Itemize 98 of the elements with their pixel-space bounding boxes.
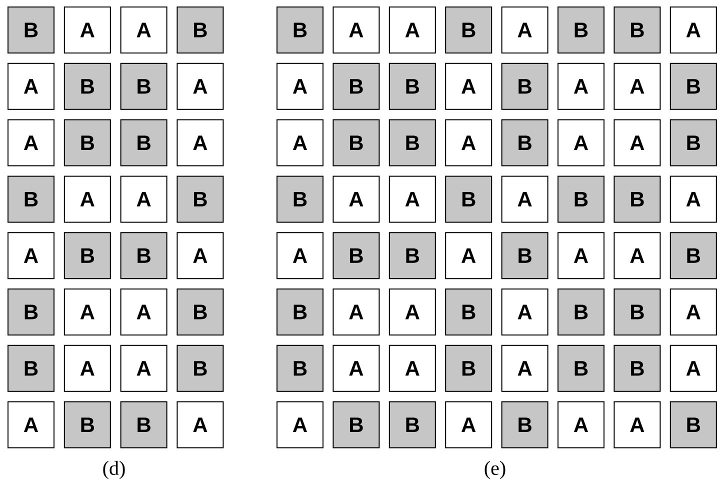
- letter-box: A: [501, 6, 548, 54]
- letter-box: A: [276, 401, 324, 448]
- letter-box: A: [176, 401, 224, 448]
- letter-box: B: [276, 288, 324, 336]
- letter-box: A: [8, 401, 54, 448]
- letter-box: B: [445, 288, 492, 336]
- letter-box: A: [614, 401, 661, 448]
- letter-box: A: [120, 6, 168, 54]
- letter-box: A: [276, 232, 324, 280]
- letter-box: B: [501, 232, 548, 280]
- letter-box: B: [176, 344, 224, 392]
- letter-box: B: [176, 288, 224, 336]
- letter-box: B: [501, 119, 548, 166]
- letter-box: A: [8, 119, 54, 166]
- letter-box: B: [64, 62, 111, 110]
- letter-box: A: [501, 344, 548, 392]
- letter-box: B: [176, 6, 224, 54]
- letter-box: A: [558, 119, 604, 166]
- letter-box: B: [558, 288, 604, 336]
- letter-box: B: [120, 232, 168, 280]
- letter-box: A: [558, 62, 604, 110]
- letter-box: A: [388, 6, 436, 54]
- letter-box: A: [670, 176, 717, 223]
- letter-box: B: [558, 176, 604, 223]
- letter-box: B: [670, 119, 717, 166]
- letter-box: A: [276, 119, 324, 166]
- letter-box: A: [501, 288, 548, 336]
- letter-box: B: [388, 119, 436, 166]
- letter-box: A: [445, 401, 492, 448]
- letter-box: B: [332, 401, 380, 448]
- letter-box: A: [445, 62, 492, 110]
- letter-box: B: [120, 119, 168, 166]
- letter-box: B: [332, 232, 380, 280]
- letter-box: B: [64, 401, 111, 448]
- letter-box: B: [445, 6, 492, 54]
- letter-box: A: [388, 176, 436, 223]
- letter-box: B: [120, 401, 168, 448]
- letter-box: B: [8, 176, 54, 223]
- letter-box: B: [501, 62, 548, 110]
- letter-box: B: [388, 232, 436, 280]
- letter-box: A: [120, 176, 168, 223]
- letter-box: A: [120, 288, 168, 336]
- letter-box: B: [276, 6, 324, 54]
- letter-box: B: [64, 232, 111, 280]
- letter-box: A: [501, 176, 548, 223]
- letter-box: A: [176, 119, 224, 166]
- letter-box: A: [445, 119, 492, 166]
- letter-box: A: [332, 288, 380, 336]
- letter-box: A: [670, 6, 717, 54]
- letter-box: B: [176, 176, 224, 223]
- letter-box: A: [670, 288, 717, 336]
- letter-box: A: [558, 401, 604, 448]
- panel-label: (d): [103, 460, 125, 480]
- letter-box: B: [64, 119, 111, 166]
- letter-box: B: [276, 176, 324, 223]
- letter-box: B: [388, 401, 436, 448]
- letter-box: A: [176, 62, 224, 110]
- letter-box: A: [445, 232, 492, 280]
- letter-box: B: [614, 6, 661, 54]
- letter-box: B: [8, 6, 54, 54]
- letter-box: A: [332, 6, 380, 54]
- letter-box: B: [8, 344, 54, 392]
- letter-box: B: [614, 288, 661, 336]
- letter-box: A: [276, 62, 324, 110]
- letter-box: A: [176, 232, 224, 280]
- letter-box: A: [614, 119, 661, 166]
- letter-box: A: [64, 6, 111, 54]
- letter-box: B: [501, 401, 548, 448]
- letter-box: B: [276, 344, 324, 392]
- letter-box: B: [670, 62, 717, 110]
- letter-box: A: [558, 232, 604, 280]
- letter-box: A: [64, 344, 111, 392]
- letter-box: B: [8, 288, 54, 336]
- letter-box: B: [332, 119, 380, 166]
- letter-box: B: [614, 344, 661, 392]
- letter-box: B: [120, 62, 168, 110]
- letter-box: B: [445, 176, 492, 223]
- letter-box: B: [670, 232, 717, 280]
- letter-box: A: [332, 344, 380, 392]
- letter-box: A: [388, 288, 436, 336]
- letter-box: A: [64, 288, 111, 336]
- letter-box: B: [670, 401, 717, 448]
- letter-box: A: [8, 232, 54, 280]
- letter-box: B: [558, 6, 604, 54]
- letter-box: B: [332, 62, 380, 110]
- letter-box: A: [388, 344, 436, 392]
- panel-label: (e): [484, 460, 506, 480]
- letter-box: A: [614, 232, 661, 280]
- letter-box: B: [388, 62, 436, 110]
- letter-box: B: [614, 176, 661, 223]
- letter-box: B: [445, 344, 492, 392]
- letter-box: A: [332, 176, 380, 223]
- letter-box: A: [670, 344, 717, 392]
- letter-box: A: [120, 344, 168, 392]
- letter-box: A: [8, 62, 54, 110]
- letter-box: B: [558, 344, 604, 392]
- letter-box: A: [614, 62, 661, 110]
- letter-box: A: [64, 176, 111, 223]
